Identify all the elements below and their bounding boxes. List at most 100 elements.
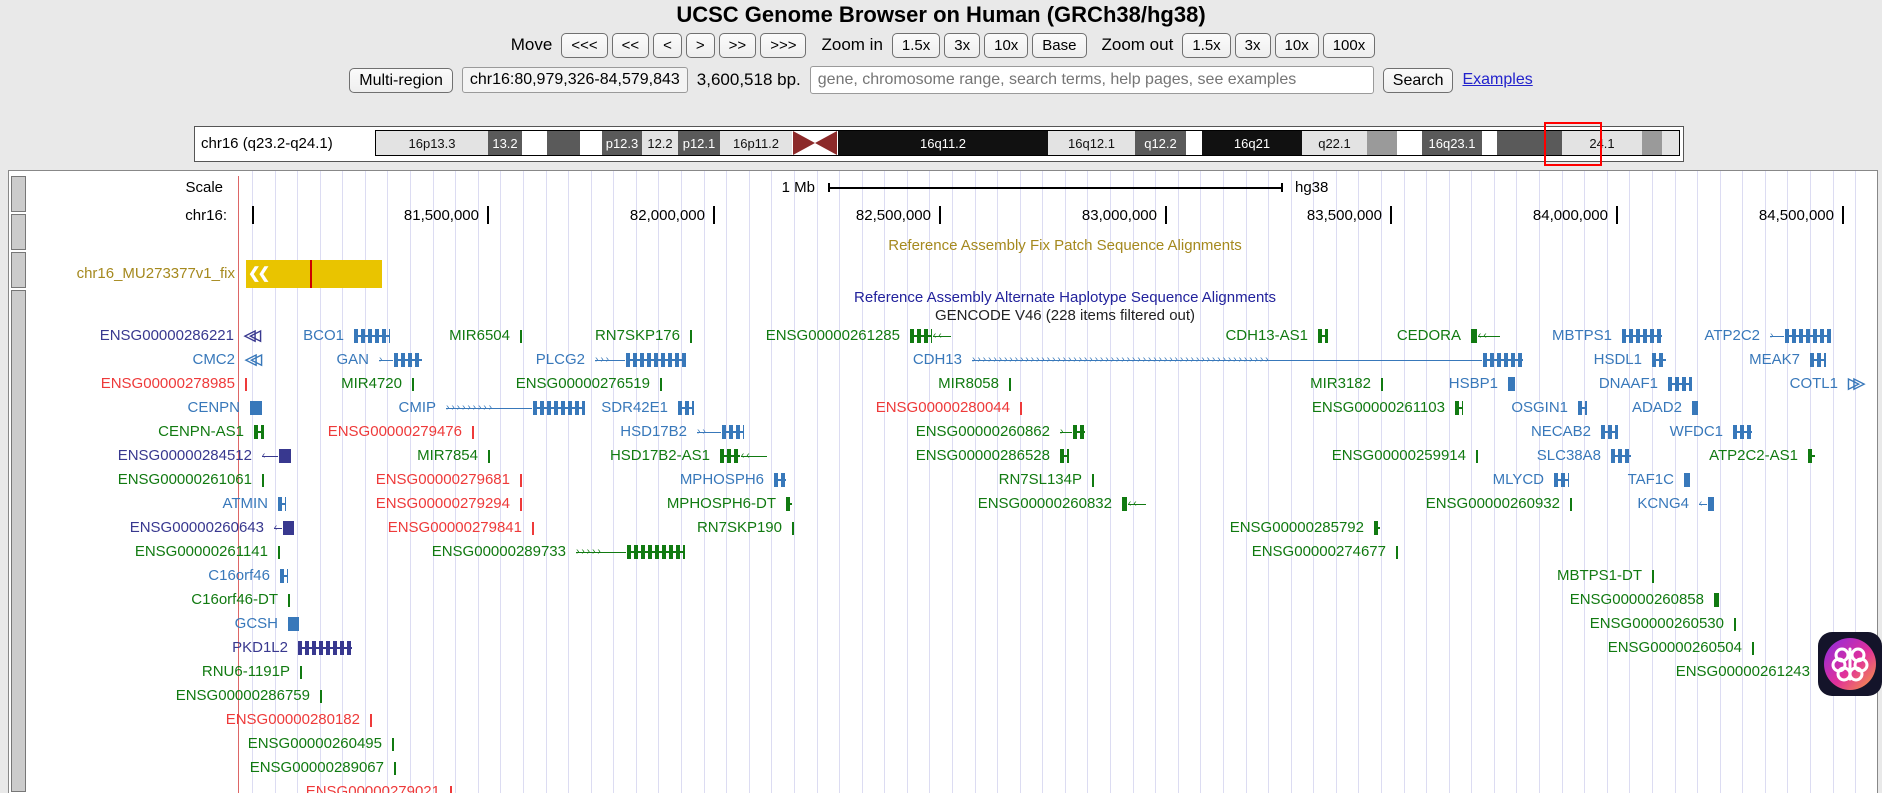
gene-item-label[interactable]: ENSG00000289733 xyxy=(431,543,566,560)
gene-item-label[interactable]: PKD1L2 xyxy=(232,639,288,656)
gene-item-glyph[interactable]: ‹ xyxy=(1699,494,1714,514)
gene-item-label[interactable]: ENSG00000284512 xyxy=(117,447,252,464)
gene-item-glyph[interactable]: ▷▷ xyxy=(1848,374,1865,394)
gene-item-glyph[interactable] xyxy=(250,398,262,418)
gene-item-label[interactable]: KCNG4 xyxy=(1637,495,1689,512)
gene-item-label[interactable]: MPHOSPH6-DT xyxy=(666,495,776,512)
gene-item-label[interactable]: MBTPS1 xyxy=(1551,327,1612,344)
gene-item-label[interactable]: ENSG00000286759 xyxy=(175,687,310,704)
gene-item-glyph[interactable] xyxy=(488,446,490,466)
ideogram-band[interactable]: 16p13.3 xyxy=(376,131,488,155)
gene-item-glyph[interactable]: › xyxy=(1770,326,1831,346)
alt-haplotype-track-title[interactable]: Reference Assembly Alternate Haplotype S… xyxy=(854,289,1276,306)
gene-item-label[interactable]: CENPN xyxy=(187,399,240,416)
gene-item-glyph[interactable] xyxy=(1092,470,1094,490)
gene-item-glyph[interactable]: ‹‹ xyxy=(1471,326,1500,346)
ideogram-band[interactable]: 16q23.1 xyxy=(1422,131,1482,155)
gene-item-glyph[interactable] xyxy=(1009,374,1011,394)
ideogram-band[interactable]: 16q21 xyxy=(1202,131,1302,155)
gene-item-label[interactable]: ENSG00000261243 xyxy=(1675,663,1810,680)
gene-item-glyph[interactable] xyxy=(278,542,280,562)
gene-item-label[interactable]: HSD17B2-AS1 xyxy=(609,447,710,464)
move-button[interactable]: << xyxy=(611,32,650,58)
zoom-in-button[interactable]: Base xyxy=(1032,32,1087,58)
gene-item-label[interactable]: C16orf46-DT xyxy=(191,591,278,608)
gene-item-glyph[interactable] xyxy=(262,470,264,490)
move-button[interactable]: < xyxy=(653,32,682,58)
examples-link[interactable]: Examples xyxy=(1462,71,1533,88)
gene-item-label[interactable]: CDH13 xyxy=(912,351,962,368)
gene-item-label[interactable]: ENSG00000259914 xyxy=(1331,447,1466,464)
gene-item-label[interactable]: ENSG00000276519 xyxy=(515,375,650,392)
gene-item-glyph[interactable] xyxy=(300,662,302,682)
gene-item-label[interactable]: ENSG00000274677 xyxy=(1251,543,1386,560)
gene-item-glyph[interactable] xyxy=(1020,398,1022,418)
gene-item-label[interactable]: CEDORA xyxy=(1396,327,1461,344)
gene-item-label[interactable]: ATMIN xyxy=(222,495,268,512)
gene-item-glyph[interactable] xyxy=(298,638,352,658)
gene-item-glyph[interactable] xyxy=(792,518,794,538)
gene-item-glyph[interactable] xyxy=(1060,446,1069,466)
gene-item-label[interactable]: RN7SL134P xyxy=(998,471,1082,488)
gene-item-label[interactable]: TAF1C xyxy=(1627,471,1674,488)
gene-item-glyph[interactable] xyxy=(1318,326,1328,346)
gene-item-label[interactable]: ADAD2 xyxy=(1631,399,1682,416)
gene-item-glyph[interactable] xyxy=(1611,446,1631,466)
gene-item-label[interactable]: PLCG2 xyxy=(535,351,585,368)
gene-item-glyph[interactable] xyxy=(1622,326,1662,346)
gene-item-glyph[interactable] xyxy=(1714,590,1719,610)
gene-item-label[interactable]: NECAB2 xyxy=(1530,423,1591,440)
gene-item-glyph[interactable]: ‹‹ xyxy=(910,326,951,346)
gene-item-label[interactable]: OSGIN1 xyxy=(1511,399,1568,416)
gene-item-glyph[interactable] xyxy=(532,518,534,538)
gene-item-glyph[interactable] xyxy=(1752,638,1754,658)
gene-item-glyph[interactable] xyxy=(278,494,286,514)
gene-item-glyph[interactable] xyxy=(774,470,786,490)
zoom-in-button[interactable]: 1.5x xyxy=(891,32,941,58)
gene-item-label[interactable]: ENSG00000260495 xyxy=(247,735,382,752)
gene-item-label[interactable]: ENSG00000260504 xyxy=(1607,639,1742,656)
gene-item-glyph[interactable] xyxy=(1508,374,1515,394)
ideogram-band[interactable] xyxy=(1662,131,1679,155)
gene-item-glyph[interactable] xyxy=(254,422,264,442)
gene-item-label[interactable]: ENSG00000261285 xyxy=(765,327,900,344)
gene-item-label[interactable]: RN7SKP176 xyxy=(594,327,680,344)
gene-item-label[interactable]: RN7SKP190 xyxy=(696,519,782,536)
gene-item-label[interactable]: HSBP1 xyxy=(1448,375,1498,392)
zoom-in-button[interactable]: 3x xyxy=(944,32,981,58)
ideogram-band[interactable]: 13.2 xyxy=(488,131,522,155)
ideogram-band[interactable] xyxy=(1642,131,1662,155)
gene-item-label[interactable]: WFDC1 xyxy=(1669,423,1723,440)
gene-item-label[interactable]: MIR4720 xyxy=(341,375,402,392)
ideogram-band[interactable]: 16p11.2 xyxy=(720,131,792,155)
gene-item-label[interactable]: ENSG00000261061 xyxy=(117,471,252,488)
track-drag-handle[interactable] xyxy=(11,214,26,250)
zoom-out-button[interactable]: 10x xyxy=(1274,32,1319,58)
gene-item-label[interactable]: SLC38A8 xyxy=(1536,447,1601,464)
gene-item-glyph[interactable]: ‹‹ xyxy=(1122,494,1146,514)
gene-item-label[interactable]: ENSG00000280044 xyxy=(875,399,1010,416)
ideogram-band[interactable]: p12.1 xyxy=(678,131,720,155)
gene-item-glyph[interactable]: ››››››››› xyxy=(446,398,585,418)
gene-item-label[interactable]: RNU6-1191P xyxy=(201,663,290,680)
gene-item-glyph[interactable]: ‹ xyxy=(262,446,291,466)
zoom-in-button[interactable]: 10x xyxy=(984,32,1029,58)
gene-item-glyph[interactable]: › xyxy=(1060,422,1085,442)
gene-item-label[interactable]: ENSG00000278985 xyxy=(100,375,235,392)
track-drag-handle[interactable] xyxy=(11,176,26,212)
gene-item-glyph[interactable] xyxy=(1652,566,1654,586)
track-drag-handle[interactable] xyxy=(11,252,26,288)
gene-item-glyph[interactable] xyxy=(1668,374,1692,394)
gene-item-glyph[interactable]: ◁◁ xyxy=(244,326,261,346)
gene-item-glyph[interactable] xyxy=(1554,470,1569,490)
gene-item-label[interactable]: ENSG00000280182 xyxy=(225,711,360,728)
ideogram-band[interactable] xyxy=(1482,131,1497,155)
ideogram-band[interactable]: p12.3 xyxy=(602,131,642,155)
brain-assistant-logo[interactable] xyxy=(1818,632,1882,696)
gene-item-label[interactable]: ENSG00000260832 xyxy=(977,495,1112,512)
move-button[interactable]: >> xyxy=(718,32,757,58)
gene-item-glyph[interactable] xyxy=(786,494,792,514)
move-button[interactable]: <<< xyxy=(561,32,608,58)
ideogram-band[interactable] xyxy=(547,131,580,155)
